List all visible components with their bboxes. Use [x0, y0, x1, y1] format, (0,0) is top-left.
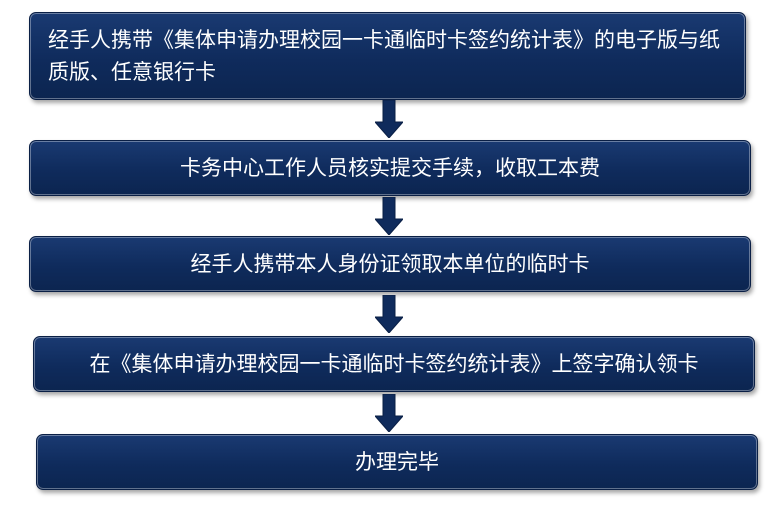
step-1-box: 经手人携带《集体申请办理校园一卡通临时卡签约统计表》的电子版与纸质版、任意银行卡: [29, 12, 746, 100]
step-2-text: 卡务中心工作人员核实提交手续，收取工本费: [180, 156, 600, 180]
step-3-box: 经手人携带本人身份证领取本单位的临时卡: [29, 236, 751, 292]
step-4-box: 在《集体申请办理校园一卡通临时卡签约统计表》上签字确认领卡: [33, 336, 755, 392]
step-1-text: 经手人携带《集体申请办理校园一卡通临时卡签约统计表》的电子版与纸质版、任意银行卡: [48, 28, 720, 84]
down-arrow-icon: [375, 295, 403, 333]
down-arrow-icon: [375, 197, 403, 235]
step-5-text: 办理完毕: [355, 450, 439, 474]
down-arrow-icon: [375, 100, 403, 138]
step-4-text: 在《集体申请办理校园一卡通临时卡签约统计表》上签字确认领卡: [89, 352, 699, 376]
down-arrow-icon: [375, 394, 403, 432]
step-3-text: 经手人携带本人身份证领取本单位的临时卡: [190, 252, 590, 276]
step-5-box: 办理完毕: [36, 434, 758, 490]
step-2-box: 卡务中心工作人员核实提交手续，收取工本费: [29, 140, 751, 196]
